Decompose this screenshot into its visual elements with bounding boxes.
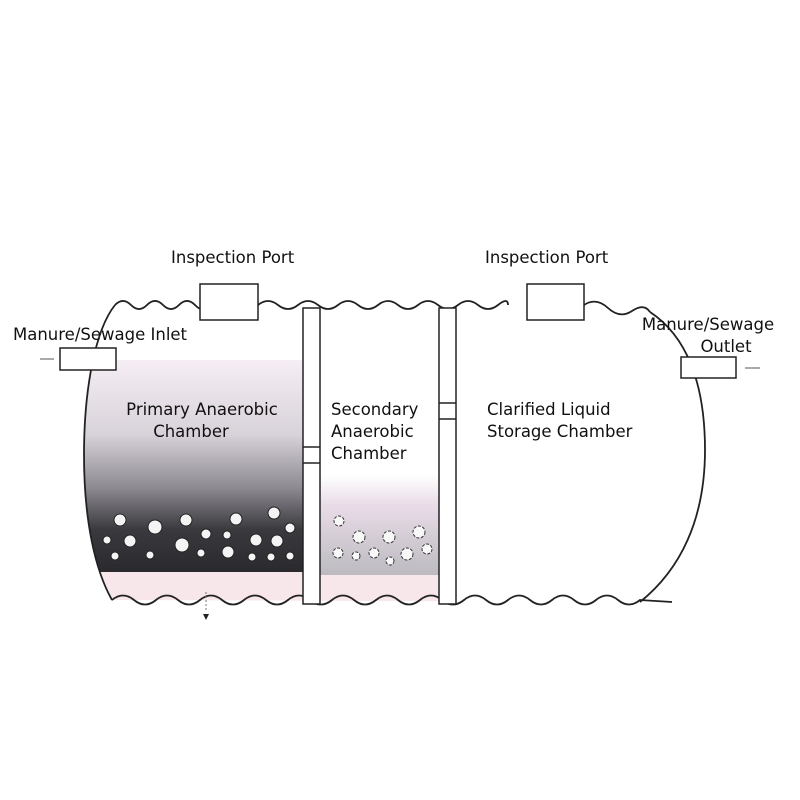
primary-sludge-layer xyxy=(84,360,304,572)
clarified-label-line1: Clarified Liquid xyxy=(487,400,611,419)
drain-arrow-icon xyxy=(203,592,209,620)
inlet-pipe xyxy=(59,347,117,371)
tank-outline xyxy=(83,300,706,606)
outlet-label-line2: Outlet xyxy=(700,337,752,356)
inspection-port-right-label: Inspection Port xyxy=(485,248,609,267)
primary-bubbles xyxy=(102,506,296,562)
inspection-port-left-box xyxy=(199,283,259,321)
outlet-label-line1: Manure/Sewage xyxy=(641,315,775,334)
outlet-label: Manure/Sewage Outlet xyxy=(628,314,788,358)
primary-bottom-band xyxy=(84,572,304,602)
primary-label-line2: Chamber xyxy=(153,422,229,441)
partition-wall-1 xyxy=(302,307,321,605)
primary-chamber-label: Primary Anaerobic Chamber xyxy=(112,399,292,443)
primary-label-line1: Primary Anaerobic xyxy=(126,400,278,419)
tank-contents xyxy=(84,360,440,602)
secondary-bottom-band xyxy=(320,575,440,602)
secondary-chamber-label: Secondary Anaerobic Chamber xyxy=(331,399,418,465)
inlet-label: Manure/Sewage Inlet xyxy=(13,325,188,344)
clarified-label-line2: Storage Chamber xyxy=(487,422,633,441)
clarified-chamber-label: Clarified Liquid Storage Chamber xyxy=(487,399,632,443)
inspection-port-left-label: Inspection Port xyxy=(171,248,295,267)
partition-wall-2 xyxy=(438,307,457,605)
secondary-label-line1: Secondary xyxy=(331,400,419,419)
secondary-label-line2: Anaerobic xyxy=(331,422,414,441)
secondary-bubbles xyxy=(332,515,433,566)
secondary-label-line3: Chamber xyxy=(331,444,407,463)
inspection-port-right-box xyxy=(526,283,585,321)
outlet-pipe xyxy=(680,356,737,379)
